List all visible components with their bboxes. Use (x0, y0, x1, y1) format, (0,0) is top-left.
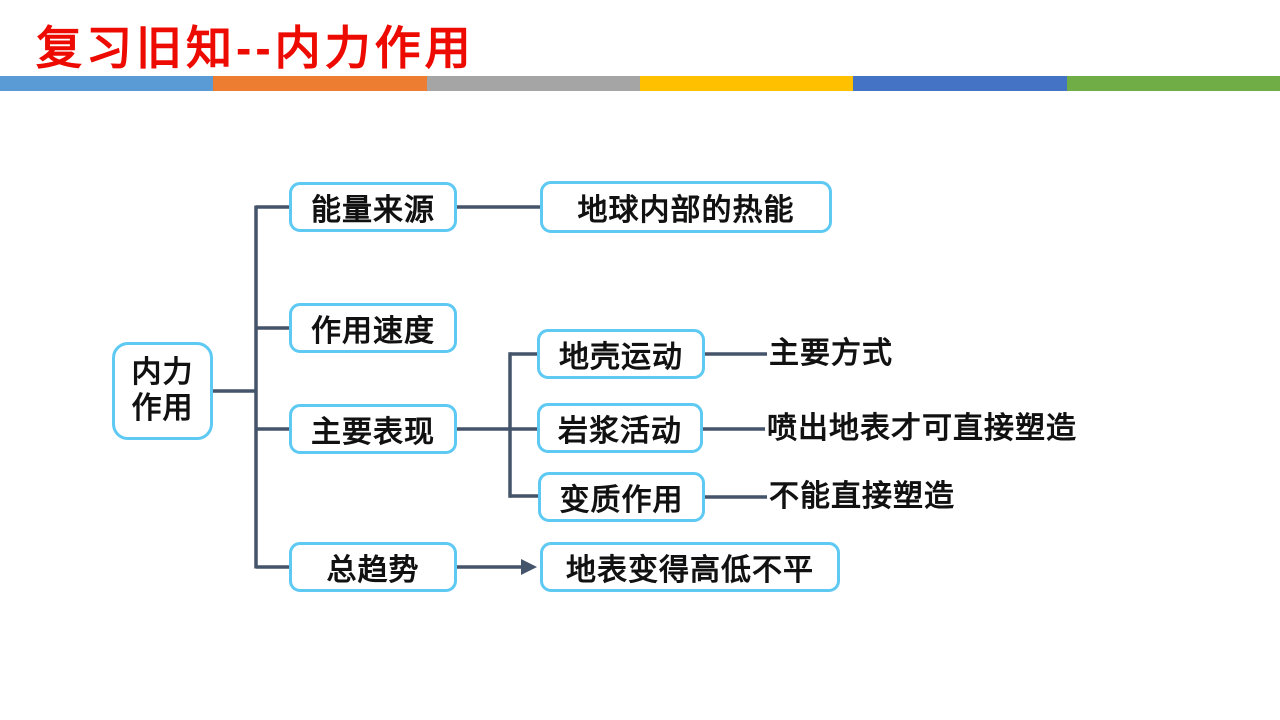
note-magma-shaping: 喷出地表才可直接塑造 (767, 412, 1077, 445)
accent-bar-segment-indigo (853, 76, 1067, 91)
accent-bar-segment-gold (639, 76, 854, 91)
node-label: 岩浆活动 (558, 415, 682, 448)
arrowhead-icon (521, 559, 537, 575)
note-main-mode: 主要方式 (769, 337, 893, 370)
accent-bar (0, 76, 1280, 91)
node-label: 能量来源 (311, 194, 435, 227)
accent-bar-segment-blue (0, 76, 214, 91)
node-label: 主要表现 (311, 416, 435, 449)
slide-title: 复习旧知--内力作用 (36, 22, 475, 74)
node-surface-uneven: 地表变得高低不平 (540, 542, 840, 592)
node-label: 地球内部的热能 (577, 194, 795, 227)
node-metamorphism: 变质作用 (538, 472, 705, 522)
accent-bar-segment-gray (426, 76, 640, 91)
root-label-line1: 内力 (131, 356, 194, 389)
root-label-line2: 作用 (131, 392, 194, 425)
node-magmatic-activity: 岩浆活动 (537, 403, 703, 453)
node-label: 变质作用 (559, 484, 684, 517)
node-energy-source: 能量来源 (289, 182, 457, 232)
node-earth-internal-heat: 地球内部的热能 (540, 181, 832, 233)
node-label: 地表变得高低不平 (566, 554, 814, 587)
accent-bar-segment-orange (213, 76, 427, 91)
node-crustal-movement: 地壳运动 (537, 329, 705, 379)
node-label: 作用速度 (311, 315, 435, 348)
accent-bar-segment-green (1066, 76, 1280, 91)
node-overall-trend: 总趋势 (289, 542, 457, 592)
node-root-neili-zuoyong: 内力 作用 (112, 342, 213, 440)
node-label: 地壳运动 (559, 341, 683, 374)
note-metamorphism-shaping: 不能直接塑造 (769, 480, 955, 513)
node-action-speed: 作用速度 (289, 303, 457, 353)
node-label: 总趋势 (326, 554, 420, 587)
node-main-manifestation: 主要表现 (289, 404, 457, 454)
